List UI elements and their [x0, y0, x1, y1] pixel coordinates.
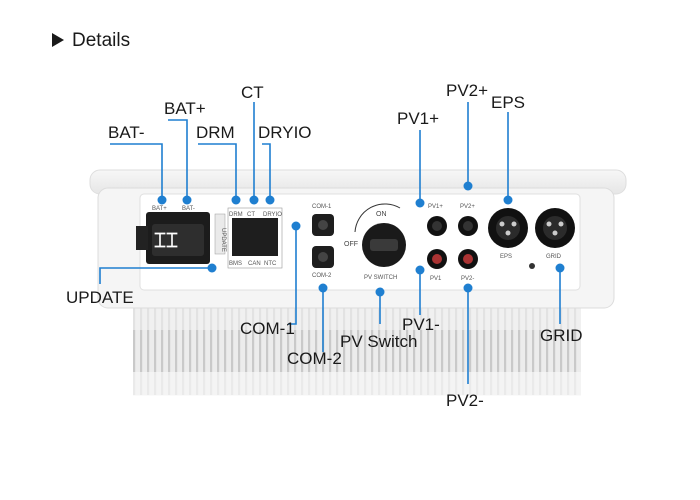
comm-block: DRM CT DRYIO BMS CAN NTC [227, 207, 283, 269]
bat-plus-dot [182, 195, 192, 205]
can-mark: CAN [248, 261, 261, 267]
label-grid: GRID [540, 326, 583, 345]
pv-switch-mark: PV SWITCH [364, 275, 397, 281]
pv1-plus-dot [415, 198, 425, 208]
label-bat-minus: BAT- [108, 123, 145, 142]
pv-connectors: PV1+ PV2+ PV1 PV2- [427, 204, 478, 282]
pv1-mark: PV1 [430, 276, 442, 282]
label-bat-plus: BAT+ [164, 99, 206, 118]
svg-text:⌶⌶: ⌶⌶ [154, 230, 178, 252]
com2-dot [318, 283, 328, 293]
label-com1: COM-1 [240, 319, 295, 338]
eps-mark: EPS [500, 254, 512, 260]
callout-labels: BAT- BAT+ DRM CT DRYIO PV1+ PV2+ EPS UPD… [66, 81, 583, 410]
pv1-plus-mark: PV1+ [428, 204, 443, 210]
com2-mark: COM-2 [312, 273, 332, 279]
drm-mark: DRM [229, 212, 243, 218]
update-dot [207, 263, 217, 273]
com-ports: COM-1 COM-2 [312, 204, 334, 279]
grid-mark: GRID [546, 254, 562, 260]
ac-connectors: EPS GRID [488, 208, 575, 269]
ct-dot [249, 195, 259, 205]
pv2-minus-dot [463, 283, 473, 293]
ntc-mark: NTC [264, 261, 277, 267]
section-heading: Details [52, 30, 130, 52]
play-triangle-icon [52, 33, 64, 47]
dryio-mark: DRYIO [263, 212, 282, 218]
update-mark: UPDATE [220, 228, 226, 252]
label-ct: CT [241, 83, 264, 102]
drm-dot [231, 195, 241, 205]
label-eps: EPS [491, 93, 525, 112]
ct-mark: CT [247, 212, 255, 218]
switch-on-mark: ON [376, 211, 387, 218]
pv2-plus-dot [463, 181, 473, 191]
bat-plus-mark: BAT+ [152, 206, 167, 212]
pv-switch: ON OFF PV SWITCH [344, 203, 406, 281]
bms-mark: BMS [229, 261, 242, 267]
com1-dot [291, 221, 301, 231]
battery-connector: ⌶⌶ BAT+ BAT- UPDATE [136, 206, 226, 264]
label-pv1-minus: PV1- [402, 315, 440, 334]
label-pv2-minus: PV2- [446, 391, 484, 410]
bat-minus-dot [157, 195, 167, 205]
label-update: UPDATE [66, 288, 134, 307]
callout-dots [157, 181, 565, 297]
pv2-plus-mark: PV2+ [460, 204, 475, 210]
bat-minus-mark: BAT- [182, 206, 195, 212]
leader-lines [99, 102, 561, 384]
label-dryio: DRYIO [258, 123, 312, 142]
switch-off-mark: OFF [344, 241, 358, 248]
dryio-dot [265, 195, 275, 205]
label-pv1-plus: PV1+ [397, 109, 439, 128]
label-com2: COM-2 [287, 349, 342, 368]
pv2-mark: PV2- [461, 276, 474, 282]
com1-mark: COM-1 [312, 204, 332, 210]
grid-dot [555, 263, 565, 273]
label-drm: DRM [196, 123, 235, 142]
heading-text: Details [72, 30, 131, 51]
pv1-minus-dot [415, 265, 425, 275]
label-pv2-plus: PV2+ [446, 81, 488, 100]
pv-switch-dot [375, 287, 385, 297]
eps-dot [503, 195, 513, 205]
label-pv-switch: PV Switch [340, 332, 417, 351]
